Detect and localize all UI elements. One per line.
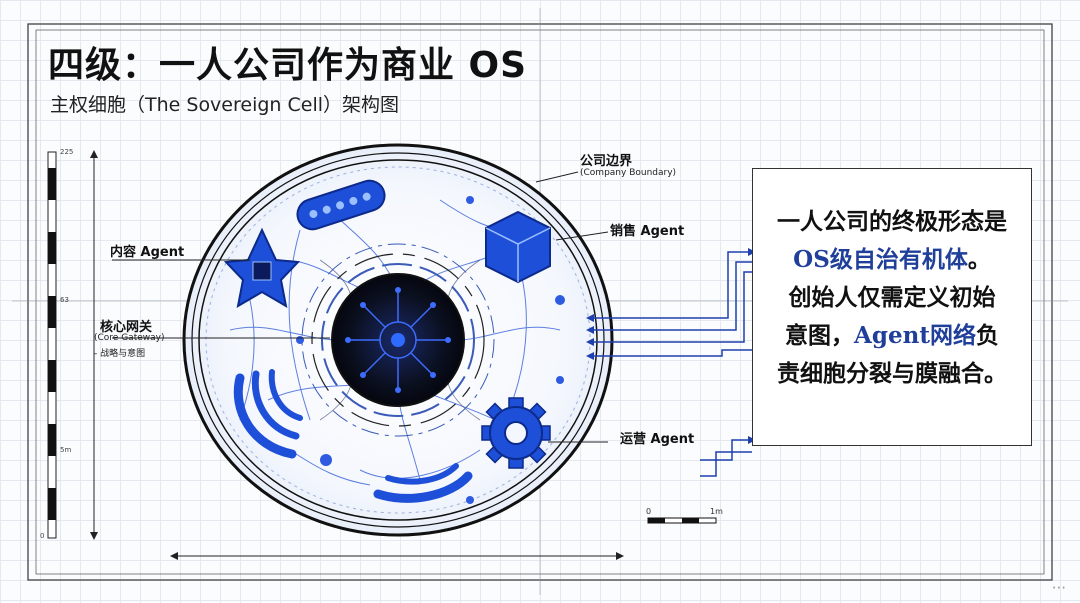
callout-line-4-start: 意图， xyxy=(785,322,854,349)
sales-agent-label: 销售 Agent xyxy=(610,220,684,239)
callout-line-3: 创始人仅需定义初始 xyxy=(765,279,1019,317)
callout-line-2-rest: 。 xyxy=(968,246,991,273)
callout-highlight-os: OS级自治有机体 xyxy=(793,246,968,273)
ops-agent-label: 运营 Agent xyxy=(620,428,694,447)
company-boundary-label: 公司边界 xyxy=(580,150,632,169)
core-gateway-label-en: (Core Gateway) xyxy=(94,333,164,343)
callout-line-1: 一人公司的终极形态是 xyxy=(765,203,1019,241)
ruler-tick-mid: 63 xyxy=(60,296,69,304)
sales-agent-cube-icon xyxy=(486,212,550,282)
ruler-tick-top: 225 xyxy=(60,148,73,156)
company-boundary-label-en: (Company Boundary) xyxy=(580,168,676,178)
callout-line-2: OS级自治有机体。 xyxy=(765,241,1019,279)
ruler-tick-lower: 5m xyxy=(60,446,71,454)
bottom-dimension xyxy=(170,552,624,560)
callout-box: 一人公司的终极形态是 OS级自治有机体。 创始人仅需定义初始 意图，Agent网… xyxy=(752,168,1032,446)
callout-line-5: 责细胞分裂与膜融合。 xyxy=(765,355,1019,393)
scale-bar-start: 0 xyxy=(646,507,651,516)
watermark: ··· xyxy=(1052,579,1066,597)
scale-bar-end: 1m xyxy=(710,507,723,516)
page-title: 四级：一人公司作为商业 OS xyxy=(48,36,527,88)
core-gateway-desc: - 战略与意图 xyxy=(94,346,145,359)
content-agent-label: 内容 Agent xyxy=(110,241,184,260)
callout-line-4-rest: 负 xyxy=(976,322,999,349)
callout-highlight-agent: Agent网络 xyxy=(854,322,976,349)
ops-agent-gear-icon xyxy=(482,398,550,468)
core-gateway-node xyxy=(332,274,464,406)
scale-bar xyxy=(648,518,716,523)
left-ruler xyxy=(48,150,98,540)
page-subtitle: 主权细胞（The Sovereign Cell）架构图 xyxy=(50,90,399,117)
ruler-tick-zero: 0 xyxy=(40,532,44,540)
callout-line-4: 意图，Agent网络负 xyxy=(765,317,1019,355)
